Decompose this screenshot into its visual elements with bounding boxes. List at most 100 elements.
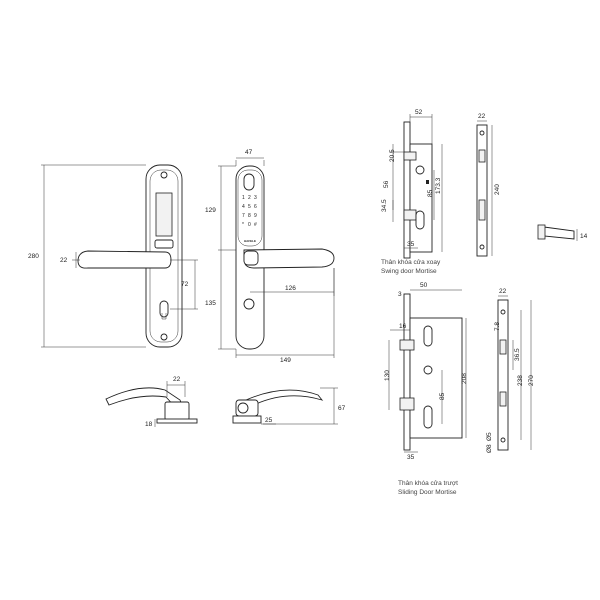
cylinder-hole [159,300,169,318]
dim-swing-56: 56 [383,180,390,188]
dim-slide-face-36-5: 36.5 [514,348,521,361]
slide-face-screw-bottom [500,437,506,443]
slide-hook-bottom [399,397,415,411]
plate-screw-top [160,171,168,179]
dim-swing-35: 35 [407,241,415,248]
keypad-face [237,169,263,247]
sliding-mortise-view: 50 3 16 130 85 208 35 22 7.8 36.5 238 27… [384,282,535,496]
plate-screw-bottom [160,333,168,341]
dim-slide-face-phi2: Ø8 [486,444,493,453]
swing-cylinder [415,210,425,230]
front-plate-view: 280 22 72 [28,164,198,348]
lever-side-views: 22 18 25 67 [105,376,346,428]
lever-side-right [244,389,324,405]
keypad-key: 6 [254,204,257,210]
dim-swing-width: 52 [415,109,423,116]
caption-sliding-en: Sliding Door Mortise [398,489,457,496]
fingerprint-sensor [243,173,255,191]
keypad-key: 8 [248,213,251,219]
keypad-key: * [242,222,244,228]
dim-swing-face-240: 240 [494,184,501,195]
slide-face-screw-top [500,309,506,315]
dim-slide-face-22: 22 [499,288,507,295]
lever-knob-right [237,402,249,414]
swing-deadbolt [403,209,417,221]
dim-handle-offset: 22 [60,257,68,264]
dim-swing-34-5: 34.5 [381,199,388,212]
swing-face-latch [478,149,486,163]
dim-overall-width: 149 [280,357,291,364]
dim-slide-85: 85 [439,392,446,400]
dim-slide-16: 16 [399,323,407,330]
dim-slide-face-7-8: 7.8 [494,322,501,331]
swing-spindle [415,165,425,175]
swing-faceplate-front [476,124,488,257]
slide-body [409,317,463,439]
slide-faceplate-front [497,299,509,451]
keypad-rose [243,250,259,266]
dim-slide-face-270: 270 [528,375,535,386]
keypad-lever [243,248,335,269]
swing-mortise-view: 52 20.5 56 34.5 85 173.3 35 22 240 14 Th… [381,109,588,275]
keypad-key: 7 [242,213,245,219]
lever-foot-right [232,415,262,424]
slide-face-hook-top [499,339,507,355]
plate-window [155,192,173,237]
dim-plate-height: 280 [28,253,39,260]
keypad-key: 0 [248,222,251,228]
dim-swing-20-5: 20.5 [389,149,396,162]
handle-rose [154,239,174,249]
brand-logo: HAFELE [244,239,256,243]
slide-spindle [423,365,433,375]
dim-slide-face-phi: Ø5 [486,432,493,441]
slide-face-hook-bottom [499,391,507,407]
swing-body [409,143,433,253]
swing-face-screw-bottom [479,244,485,250]
slide-cylinder [423,405,433,429]
swing-screw [426,180,429,184]
caption-swing-vi: Thân khóa cửa xoay [381,258,441,266]
dim-keypad-height: 129 [205,207,216,214]
dim-slide-130: 130 [384,370,391,381]
slide-faceplate [403,293,411,451]
dim-swing-85: 85 [427,189,434,197]
dim-slide-208: 208 [461,373,468,384]
dim-lever-side-22: 22 [173,376,181,383]
swing-latch [403,151,417,161]
dim-strike-14: 14 [580,233,588,240]
lever-base-left [164,401,190,421]
dim-lever-side-18: 18 [145,421,153,428]
swing-face-screw-top [479,130,485,136]
slide-slot-top [423,325,433,347]
lever-foot-left [156,418,198,424]
dim-slide-face-238: 238 [517,375,524,386]
slide-hook [399,339,415,351]
dim-lever-height-67: 67 [338,405,346,412]
dim-slide-3: 3 [398,291,402,298]
dim-handle-cylinder: 72 [181,281,189,288]
keypad-key: 3 [254,195,257,201]
swing-faceplate [403,121,411,259]
dim-lower-height: 135 [205,300,216,307]
caption-swing-en: Swing door Mortise [381,268,437,275]
dim-slide-50: 50 [420,282,428,289]
keypad-key: # [254,222,257,228]
keypad-key: 9 [254,213,257,219]
dim-swing-face-22: 22 [478,113,486,120]
dim-slide-35: 35 [407,454,415,461]
cylinder-slot [161,313,167,320]
dim-lever-bottom-25: 25 [265,417,273,424]
caption-sliding-vi: Thân khóa cửa trượt [398,479,458,487]
dim-swing-173-3: 173.3 [435,177,442,194]
keypad-thumb [243,298,255,310]
swing-face-bolt [478,199,486,221]
keypad-key: 2 [248,195,251,201]
strike-lip [537,224,546,240]
keypad-key: 1 [242,195,245,201]
lever-handle [77,250,172,269]
dim-lever-length: 126 [285,285,296,292]
keypad-key: 5 [248,204,251,210]
